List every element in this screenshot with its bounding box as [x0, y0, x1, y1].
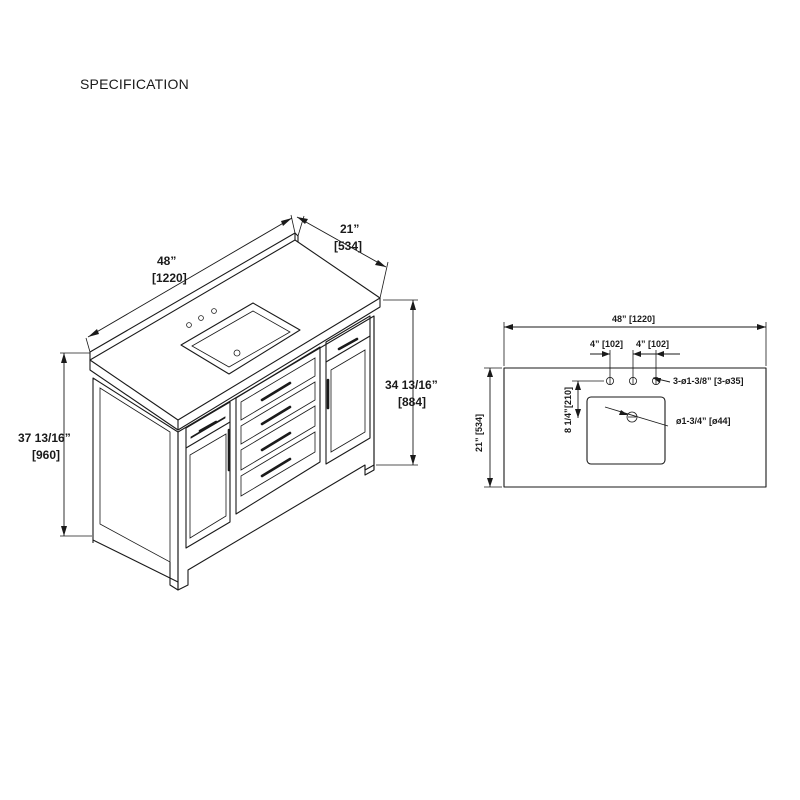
overall-height-mm-label: [960]: [32, 448, 60, 462]
cabinet-height-mm-label: [884]: [398, 395, 426, 409]
faucet-spacing-right-label: 4” [102]: [636, 339, 669, 349]
page-title: SPECIFICATION: [80, 76, 189, 92]
sink-setback-in-label: 8 1/4”: [563, 408, 573, 433]
dimension-cabinet-height: 34 13/16” [884]: [376, 299, 438, 466]
faucet-holes: [606, 376, 661, 385]
countertop-outline: [503, 367, 767, 488]
dimension-overall-height: 37 13/16” [960]: [18, 352, 92, 537]
vanity-drawing: 48” [1220] 21” [534] 37 13/16” [960]: [18, 214, 438, 591]
width-mm-label: [1220]: [152, 271, 187, 285]
depth-in-label: 21”: [340, 222, 359, 236]
plan-depth-label: 21” [534]: [474, 414, 484, 452]
dimension-width: 48” [1220]: [85, 214, 296, 353]
sink: [180, 302, 301, 375]
faucet-hole: [186, 322, 192, 328]
faucet-hole: [198, 315, 204, 321]
sink-setback-mm-label: [210]: [563, 387, 573, 408]
countertop-surface: [89, 239, 381, 421]
dimension-depth: 21” [534]: [296, 215, 389, 299]
drain-label: ø1-3/4” [ø44]: [676, 416, 731, 426]
faucet-spacing-left-label: 4” [102]: [590, 339, 623, 349]
width-in-label: 48”: [157, 254, 176, 268]
drawer-handle: [260, 381, 292, 402]
plan-width-label: 48” [1220]: [612, 314, 655, 324]
drawer-handle: [260, 457, 292, 478]
depth-mm-label: [534]: [334, 239, 362, 253]
cabinet-height-in-label: 34 13/16”: [385, 378, 438, 392]
cabinet-body: [92, 315, 375, 591]
top-plan-view: 48” [1220] 21” [534] 4” [102] 4” [102]: [474, 314, 767, 488]
overall-height-in-label: 37 13/16”: [18, 431, 71, 445]
faucet-hole: [211, 308, 217, 314]
faucet-holes-label: 3-ø1-3/8” [3-ø35]: [673, 376, 744, 386]
drawer-handle: [198, 420, 218, 433]
drawer-handle: [260, 405, 292, 426]
sink-basin: [586, 396, 666, 465]
drawer-handle: [337, 337, 359, 351]
drawer-handle: [260, 431, 292, 452]
